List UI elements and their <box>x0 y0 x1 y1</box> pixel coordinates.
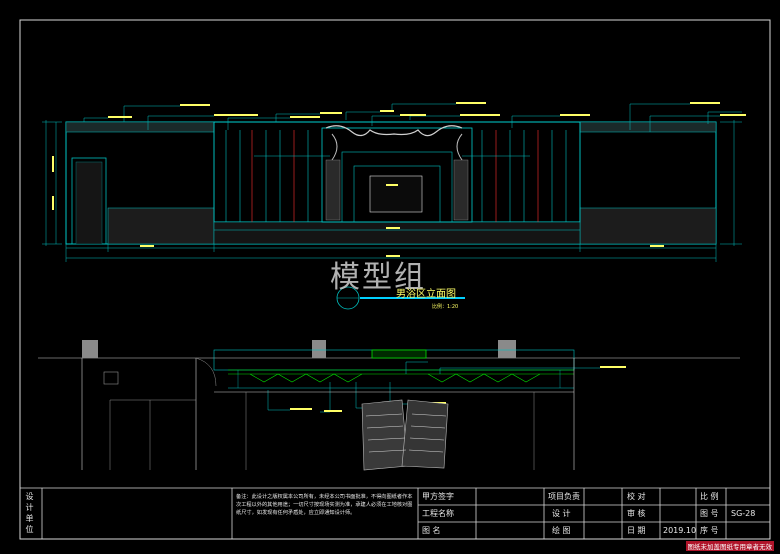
date-label: 日 期 <box>627 526 646 535</box>
drawing-no-value: SG-28 <box>731 509 756 518</box>
elevation-view <box>42 102 746 310</box>
title-block-frame <box>20 487 770 539</box>
scale-label: 比 例 <box>700 492 719 501</box>
design-label: 设 计 <box>552 509 571 518</box>
elevation-title: 男浴区立面图 <box>396 289 456 300</box>
footer-note: 图纸未加盖图纸专用章者无效 <box>685 541 774 551</box>
date-value: 2019.10 <box>663 526 697 535</box>
proofread-label: 校 对 <box>627 492 646 501</box>
project-name-label: 工程名称 <box>422 509 454 518</box>
ceiling-section-view <box>38 340 740 471</box>
elevation-scale: 比例：1:20 <box>432 304 459 310</box>
title-block-note: 备注：此设计之版权属本公司所有，未经本公司书面批准，不得向图纸者作本次工程以外的… <box>236 494 413 516</box>
drawing-no-label: 图 号 <box>700 509 719 518</box>
design-unit-label: 设计单位 <box>25 492 34 536</box>
draw-label: 绘 图 <box>552 526 571 535</box>
watermark-text: 模型组 <box>330 260 426 295</box>
sequence-label: 序 号 <box>700 526 719 535</box>
drawing-border <box>19 19 771 540</box>
client-sign-label: 甲方签字 <box>422 492 454 501</box>
project-lead-label: 项目负责 <box>548 492 580 501</box>
drawing-name-label: 图 名 <box>422 526 441 535</box>
review-label: 审 核 <box>627 509 646 518</box>
